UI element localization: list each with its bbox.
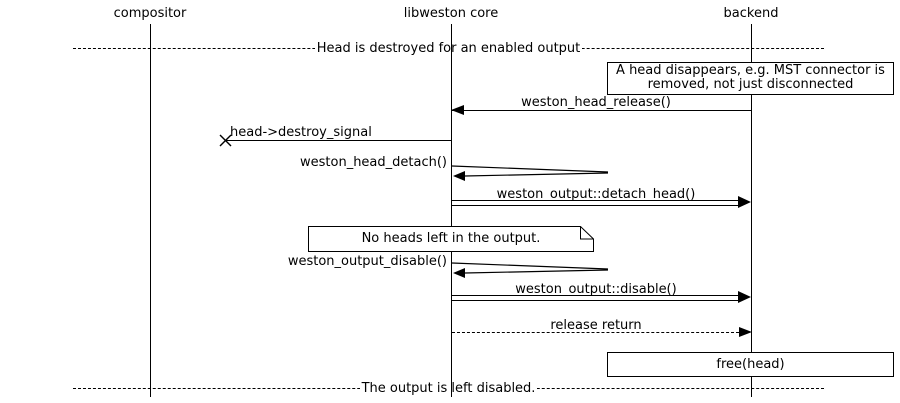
message-label-head-release: weston_head_release() bbox=[521, 95, 671, 110]
lifeline-libweston-core bbox=[451, 24, 452, 397]
message-label-destroy-signal: head->destroy_signal bbox=[230, 125, 372, 140]
lifeline-backend bbox=[751, 24, 752, 397]
message-label-release-return: release return bbox=[550, 318, 642, 333]
participant-backend: backend bbox=[723, 6, 779, 21]
lost-message-cross-icon bbox=[219, 134, 232, 147]
participant-libweston-core: libweston core bbox=[403, 6, 499, 21]
note-free-head: free(head) bbox=[607, 352, 894, 377]
arrowhead-left-icon bbox=[453, 268, 465, 278]
message-line-disable bbox=[452, 295, 739, 301]
self-call-loop-output-disable bbox=[452, 262, 609, 278]
note-no-heads-shape bbox=[308, 226, 594, 252]
self-call-loop-head-detach bbox=[452, 165, 609, 181]
arrowhead-left-icon bbox=[451, 105, 464, 115]
note-head-disappears-line2: removed, not just disconnected bbox=[647, 77, 854, 92]
note-no-heads: No heads left in the output. bbox=[361, 231, 541, 246]
note-head-disappears: A head disappears, e.g. MST connector is… bbox=[607, 62, 894, 95]
arrowhead-right-icon bbox=[738, 291, 751, 303]
participant-compositor: compositor bbox=[113, 6, 187, 21]
arrowhead-right-icon bbox=[738, 196, 751, 208]
note-head-disappears-line1: A head disappears, e.g. MST connector is bbox=[616, 63, 885, 78]
message-label-detach-head: weston_output::detach_head() bbox=[496, 187, 696, 202]
message-label-head-detach: weston_head_detach() bbox=[300, 155, 447, 170]
divider-top-label: Head is destroyed for an enabled output bbox=[314, 41, 583, 56]
arrowhead-left-icon bbox=[453, 171, 465, 181]
message-label-disable: weston_output::disable() bbox=[515, 282, 677, 297]
lifeline-compositor bbox=[150, 24, 151, 397]
divider-bottom-label: The output is left disabled. bbox=[359, 381, 538, 396]
message-line-release-return bbox=[452, 332, 739, 333]
message-line-detach-head bbox=[452, 200, 739, 206]
arrowhead-right-icon bbox=[739, 327, 752, 337]
message-line-destroy-signal bbox=[226, 140, 451, 141]
message-label-output-disable: weston_output_disable() bbox=[287, 254, 447, 269]
message-line-head-release bbox=[452, 110, 751, 111]
